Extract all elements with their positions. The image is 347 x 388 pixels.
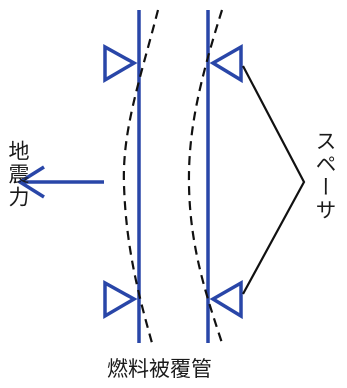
spacer-label: スペーサ	[313, 130, 337, 222]
spacer-marker-top-right	[209, 43, 243, 84]
deformed-wall-right	[187, 9, 224, 344]
seismic-force-label: 地震力	[6, 140, 30, 209]
seismic-force-arrowhead	[16, 165, 45, 199]
spacer-leader	[242, 65, 306, 295]
spacer-marker-bottom-right	[209, 279, 243, 320]
spacer-marker-bottom-left	[103, 280, 138, 320]
spacer-marker-top-left	[103, 44, 138, 84]
cladding-tube-label: 燃料被覆管	[107, 357, 212, 381]
